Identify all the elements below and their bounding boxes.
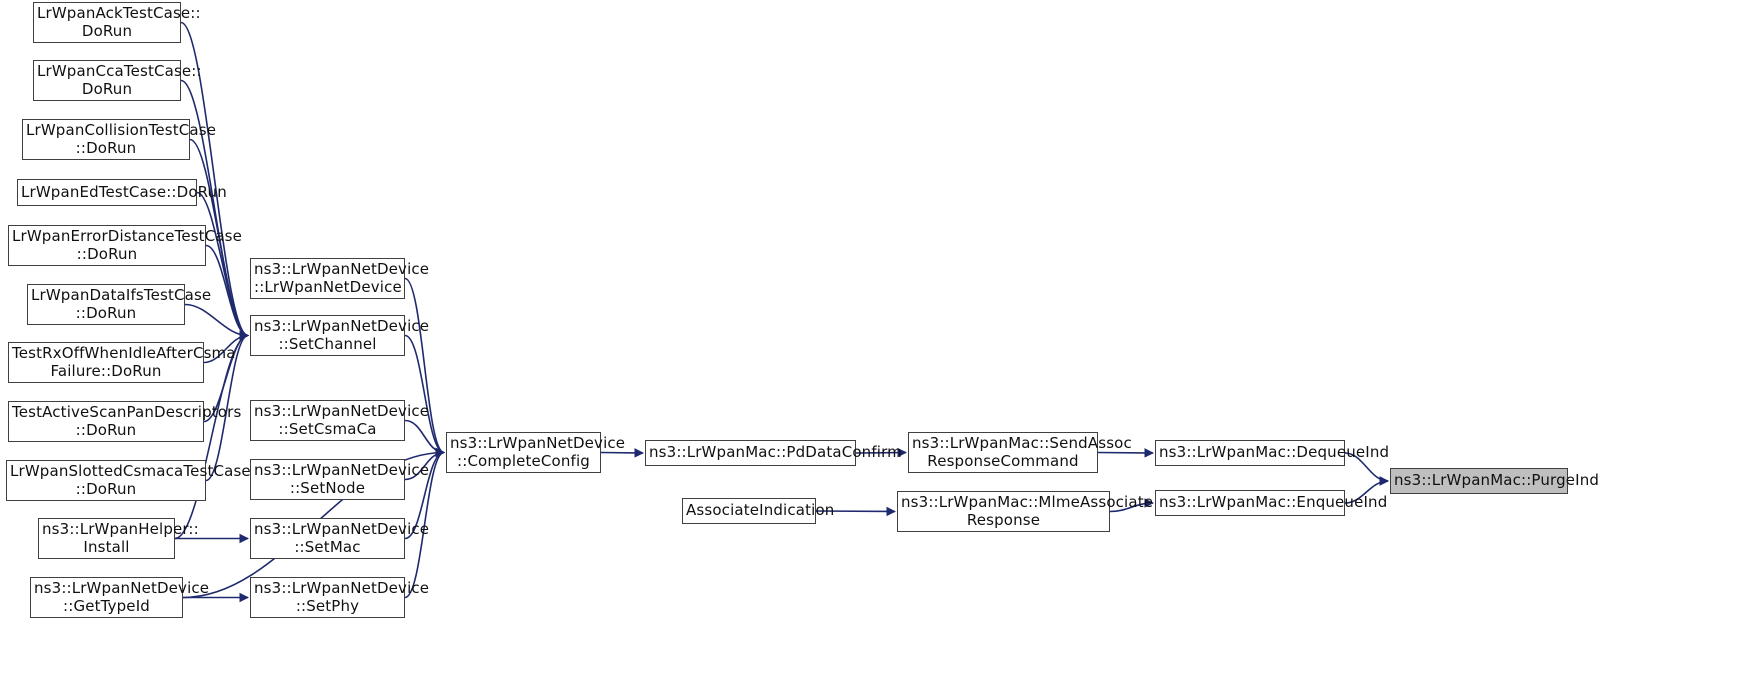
graph-node-label: TestActiveScanPanDescriptors ::DoRun bbox=[12, 402, 242, 439]
graph-node-associateind[interactable]: AssociateIndication bbox=[682, 498, 835, 524]
graph-node-activescan[interactable]: TestActiveScanPanDescriptors ::DoRun bbox=[8, 401, 242, 442]
graph-node-label: LrWpanCcaTestCase:: DoRun bbox=[37, 61, 202, 98]
graph-node-label: ns3::LrWpanMac::SendAssoc ResponseComman… bbox=[912, 433, 1132, 470]
graph-node-label: ns3::LrWpanMac::EnqueueInd bbox=[1159, 493, 1388, 512]
graph-node-dataifs[interactable]: LrWpanDataIfsTestCase ::DoRun bbox=[27, 284, 212, 325]
graph-node-label: ns3::LrWpanNetDevice ::SetChannel bbox=[254, 316, 430, 353]
graph-node-setmac[interactable]: ns3::LrWpanNetDevice ::SetMac bbox=[250, 518, 430, 559]
graph-node-errordistance[interactable]: LrWpanErrorDistanceTestCase ::DoRun bbox=[8, 225, 243, 266]
graph-node-ed[interactable]: LrWpanEdTestCase::DoRun bbox=[17, 179, 227, 206]
graph-node-slottedcsma[interactable]: LrWpanSlottedCsmacaTestCase ::DoRun bbox=[6, 460, 251, 501]
graph-node-label: ns3::LrWpanNetDevice ::CompleteConfig bbox=[450, 433, 626, 470]
graph-node-label: LrWpanCollisionTestCase ::DoRun bbox=[26, 120, 217, 157]
graph-node-label: ns3::LrWpanNetDevice ::SetNode bbox=[254, 460, 430, 497]
graph-edge-ctor-to-completeconfig bbox=[404, 277, 445, 458]
graph-edge-setchannel-to-completeconfig bbox=[404, 334, 445, 458]
graph-node-label: AssociateIndication bbox=[686, 501, 835, 520]
graph-node-setphy[interactable]: ns3::LrWpanNetDevice ::SetPhy bbox=[250, 577, 430, 618]
graph-node-ctor[interactable]: ns3::LrWpanNetDevice ::LrWpanNetDevice bbox=[250, 258, 430, 299]
graph-node-rxoff[interactable]: TestRxOffWhenIdleAfterCsma Failure::DoRu… bbox=[8, 342, 236, 383]
graph-node-label: ns3::LrWpanHelper:: Install bbox=[42, 519, 199, 556]
graph-node-label: ns3::LrWpanNetDevice ::SetCsmaCa bbox=[254, 401, 430, 438]
graph-node-collision[interactable]: LrWpanCollisionTestCase ::DoRun bbox=[22, 119, 217, 160]
graph-edge-dataifs-to-setchannel bbox=[184, 303, 249, 341]
graph-node-label: ns3::LrWpanNetDevice ::SetMac bbox=[254, 519, 430, 556]
graph-node-label: TestRxOffWhenIdleAfterCsma Failure::DoRu… bbox=[12, 343, 236, 380]
graph-node-dequeueind[interactable]: ns3::LrWpanMac::DequeueInd bbox=[1155, 440, 1390, 466]
graph-node-label: ns3::LrWpanNetDevice ::GetTypeId bbox=[34, 578, 210, 615]
graph-node-label: LrWpanErrorDistanceTestCase ::DoRun bbox=[12, 226, 243, 263]
graph-node-setcsmaca[interactable]: ns3::LrWpanNetDevice ::SetCsmaCa bbox=[250, 400, 430, 441]
graph-edge-setcsmaca-to-completeconfig bbox=[404, 419, 445, 458]
graph-node-sendassoc[interactable]: ns3::LrWpanMac::SendAssoc ResponseComman… bbox=[908, 432, 1132, 473]
graph-node-label: ns3::LrWpanMac::MlmeAssociate Response bbox=[901, 492, 1154, 529]
graph-node-label: LrWpanEdTestCase::DoRun bbox=[21, 182, 227, 201]
graph-edge-sendassoc-to-dequeueind bbox=[1097, 448, 1154, 458]
graph-node-label: ns3::LrWpanMac::PdDataConfirm bbox=[649, 443, 902, 462]
graph-node-ack[interactable]: LrWpanAckTestCase:: DoRun bbox=[33, 2, 201, 43]
graph-node-cca[interactable]: LrWpanCcaTestCase:: DoRun bbox=[33, 60, 202, 101]
graph-node-label: ns3::LrWpanNetDevice ::SetPhy bbox=[254, 578, 430, 615]
graph-node-label: LrWpanSlottedCsmacaTestCase ::DoRun bbox=[10, 461, 251, 498]
graph-node-label: ns3::LrWpanNetDevice ::LrWpanNetDevice bbox=[254, 259, 430, 296]
graph-node-pddataconfirm[interactable]: ns3::LrWpanMac::PdDataConfirm bbox=[645, 440, 902, 466]
graph-edge-completeconfig-to-pddataconfirm bbox=[600, 448, 644, 458]
graph-node-helperinstall[interactable]: ns3::LrWpanHelper:: Install bbox=[38, 518, 199, 559]
graph-node-completeconfig[interactable]: ns3::LrWpanNetDevice ::CompleteConfig bbox=[446, 432, 626, 473]
graph-node-mlmeassoc[interactable]: ns3::LrWpanMac::MlmeAssociate Response bbox=[897, 491, 1154, 532]
graph-node-setnode[interactable]: ns3::LrWpanNetDevice ::SetNode bbox=[250, 459, 430, 500]
graph-node-label: LrWpanAckTestCase:: DoRun bbox=[37, 3, 201, 40]
graph-node-enqueueind[interactable]: ns3::LrWpanMac::EnqueueInd bbox=[1155, 490, 1388, 516]
graph-node-gettypeid[interactable]: ns3::LrWpanNetDevice ::GetTypeId bbox=[30, 577, 210, 618]
graph-node-label: ns3::LrWpanMac::DequeueInd bbox=[1159, 443, 1390, 462]
graph-node-purgeind[interactable]: ns3::LrWpanMac::PurgeInd bbox=[1390, 468, 1600, 494]
graph-edge-errordistance-to-setchannel bbox=[205, 244, 249, 341]
graph-node-setchannel[interactable]: ns3::LrWpanNetDevice ::SetChannel bbox=[250, 315, 430, 356]
graph-node-label: LrWpanDataIfsTestCase ::DoRun bbox=[31, 285, 212, 322]
graph-node-label: ns3::LrWpanMac::PurgeInd bbox=[1394, 471, 1600, 490]
